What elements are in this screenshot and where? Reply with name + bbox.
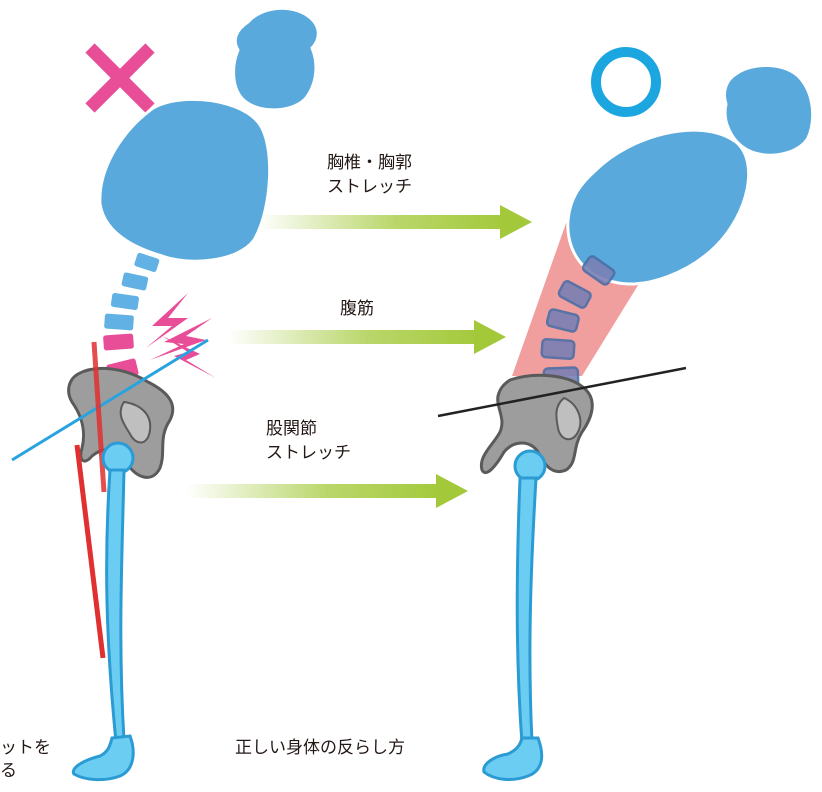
lumbar-vertebrae-wrong	[101, 250, 161, 383]
arrow-abdominal	[228, 320, 506, 354]
wrong-posture-figure	[12, 8, 318, 779]
torso-wrong	[100, 99, 270, 261]
arrow-hip	[186, 474, 468, 508]
pain-spark-icon	[146, 293, 216, 378]
foot-correct	[484, 738, 542, 779]
arrow-thoracic	[258, 205, 532, 239]
arrow2-label: 腹筋	[340, 298, 374, 320]
correct-posture-figure	[438, 52, 813, 779]
caption-left-line2: る	[0, 760, 17, 782]
leg-correct	[517, 478, 536, 744]
foot-wrong	[73, 736, 133, 780]
cross-icon	[90, 48, 150, 108]
arrow1-label-line1: 胸椎・胸郭	[327, 152, 412, 174]
arrow1-label-line2: ストレッチ	[327, 176, 412, 198]
head-wrong	[234, 8, 319, 110]
posture-red-line-2	[77, 445, 103, 658]
arrow3-label-line1: 股関節	[266, 418, 317, 440]
arrow3-label-line2: ストレッチ	[266, 442, 351, 464]
caption-right: 正しい身体の反らし方	[235, 737, 405, 759]
circle-icon	[596, 52, 656, 112]
caption-left-line1: ットを	[0, 737, 51, 759]
leg-wrong	[107, 470, 124, 742]
